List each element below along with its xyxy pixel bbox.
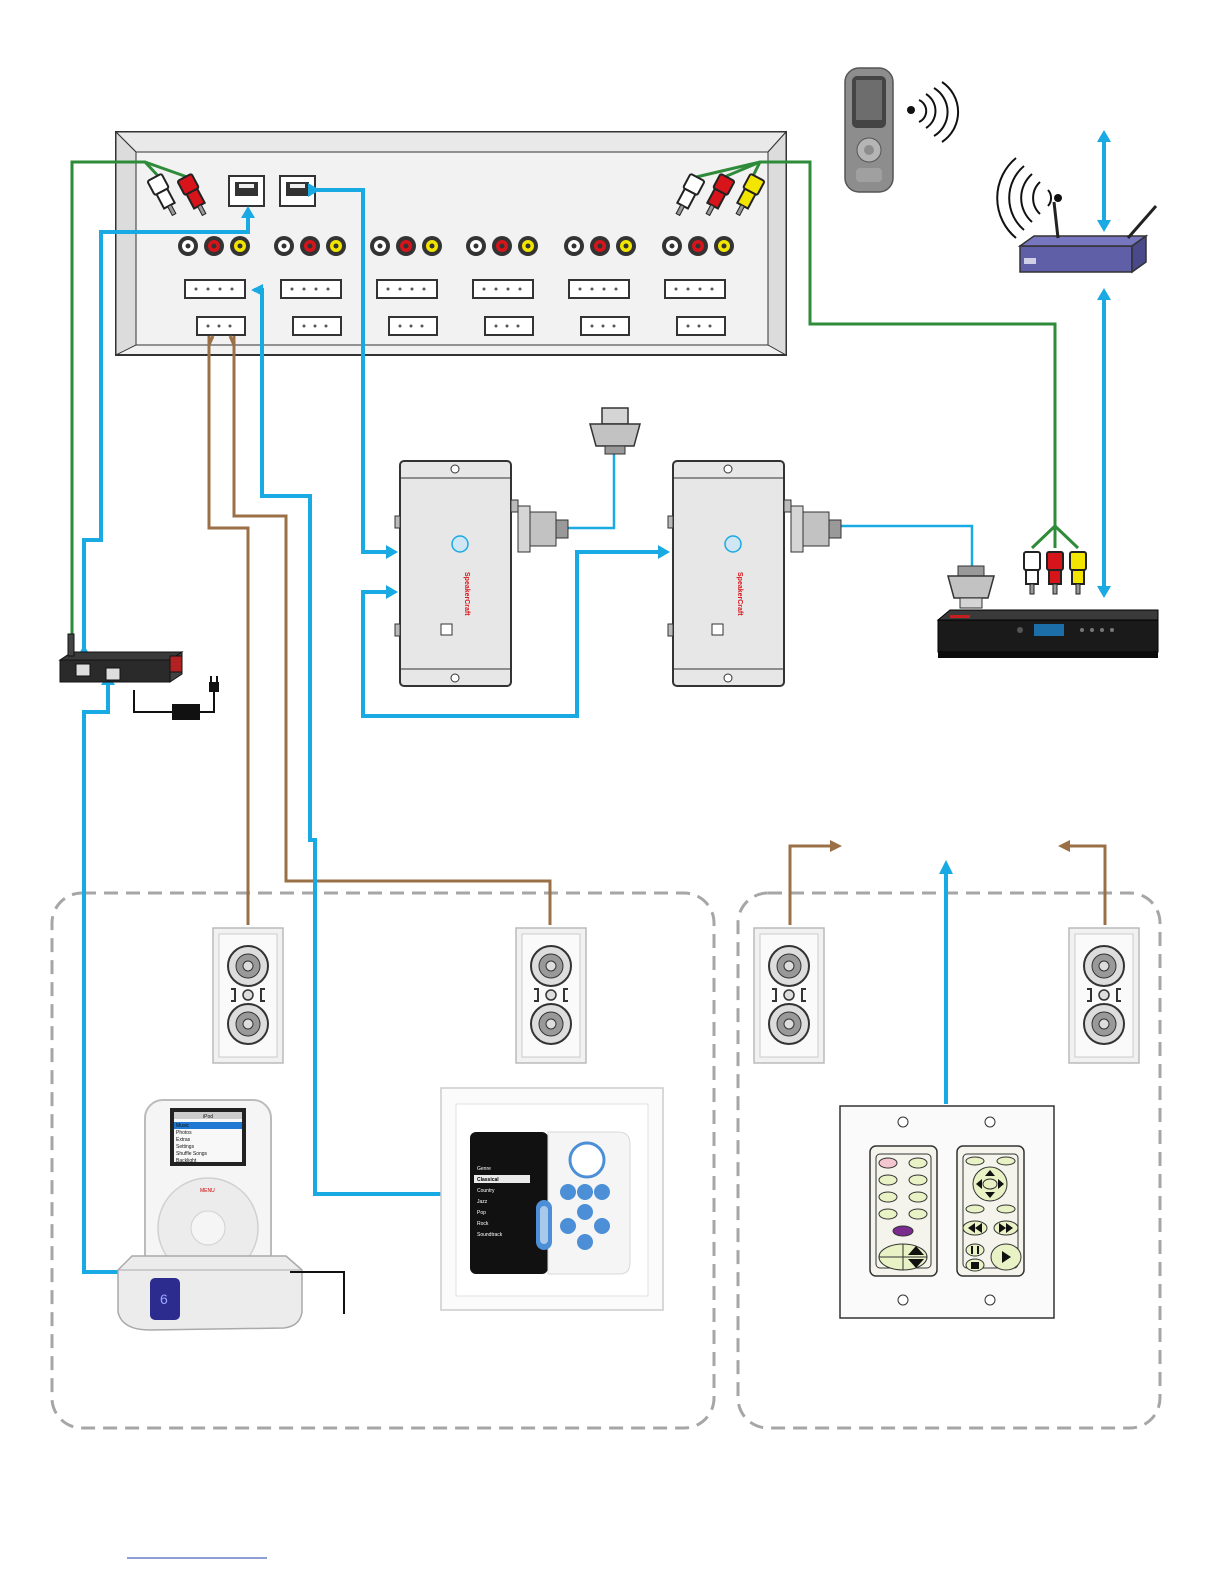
keypad-menu-item: Country bbox=[477, 1188, 495, 1194]
main-controller-unit bbox=[116, 132, 786, 355]
rj45-port bbox=[229, 176, 264, 206]
lcd-keypad-icon: GenreClassicalCountryJazzPopRockSoundtra… bbox=[441, 1088, 663, 1310]
in-wall-speaker-icon bbox=[516, 928, 586, 1063]
in-wall-speaker-icon bbox=[213, 928, 283, 1063]
keypad-menu-item: Classical bbox=[477, 1177, 499, 1183]
wifi-waves-icon bbox=[907, 82, 958, 142]
ipod-menu-item: Extras bbox=[176, 1137, 191, 1143]
power-plug-icon bbox=[172, 676, 219, 720]
control-module-2: SpeakerCraft bbox=[668, 461, 841, 686]
in-wall-speaker-icon bbox=[754, 928, 824, 1063]
ipod-menu-item: Music bbox=[176, 1123, 190, 1129]
arrowhead-brown bbox=[830, 840, 1070, 852]
ipod-menu-item: Settings bbox=[176, 1144, 195, 1150]
ipod-menu-item: Shuffle Songs bbox=[176, 1151, 208, 1157]
db9-connector-icon bbox=[948, 566, 994, 608]
ipod-menu-item: Photos bbox=[176, 1130, 192, 1136]
keypad-menu-item: Jazz bbox=[477, 1199, 488, 1205]
amplifier-unit bbox=[938, 610, 1158, 658]
in-wall-speaker-icon bbox=[1069, 928, 1139, 1063]
keypad-menu-item: Genre bbox=[477, 1166, 491, 1172]
network-bridge bbox=[60, 634, 182, 682]
brand-label: SpeakerCraft bbox=[736, 572, 743, 616]
ipod-title: iPod bbox=[203, 1114, 213, 1120]
ipod-menu-item: Backlight bbox=[176, 1158, 197, 1164]
handheld-remote-icon bbox=[845, 68, 893, 192]
button-keypad-icon bbox=[840, 1106, 1054, 1318]
ipod-menu-label: MENU bbox=[200, 1188, 215, 1194]
db9-connector-icon bbox=[590, 408, 640, 454]
wireless-router-icon bbox=[1020, 194, 1156, 272]
control-module-1: SpeakerCraft bbox=[395, 461, 568, 686]
wifi-waves-icon bbox=[997, 158, 1051, 238]
keypad-menu-item: Rock bbox=[477, 1221, 489, 1227]
keypad-menu-item: Pop bbox=[477, 1210, 486, 1216]
rca-plug-triple-amp bbox=[1024, 552, 1086, 594]
keypad-menu-item: Soundtrack bbox=[477, 1232, 503, 1238]
brand-label: SpeakerCraft bbox=[463, 572, 470, 616]
dock-display: 6 bbox=[160, 1291, 168, 1307]
